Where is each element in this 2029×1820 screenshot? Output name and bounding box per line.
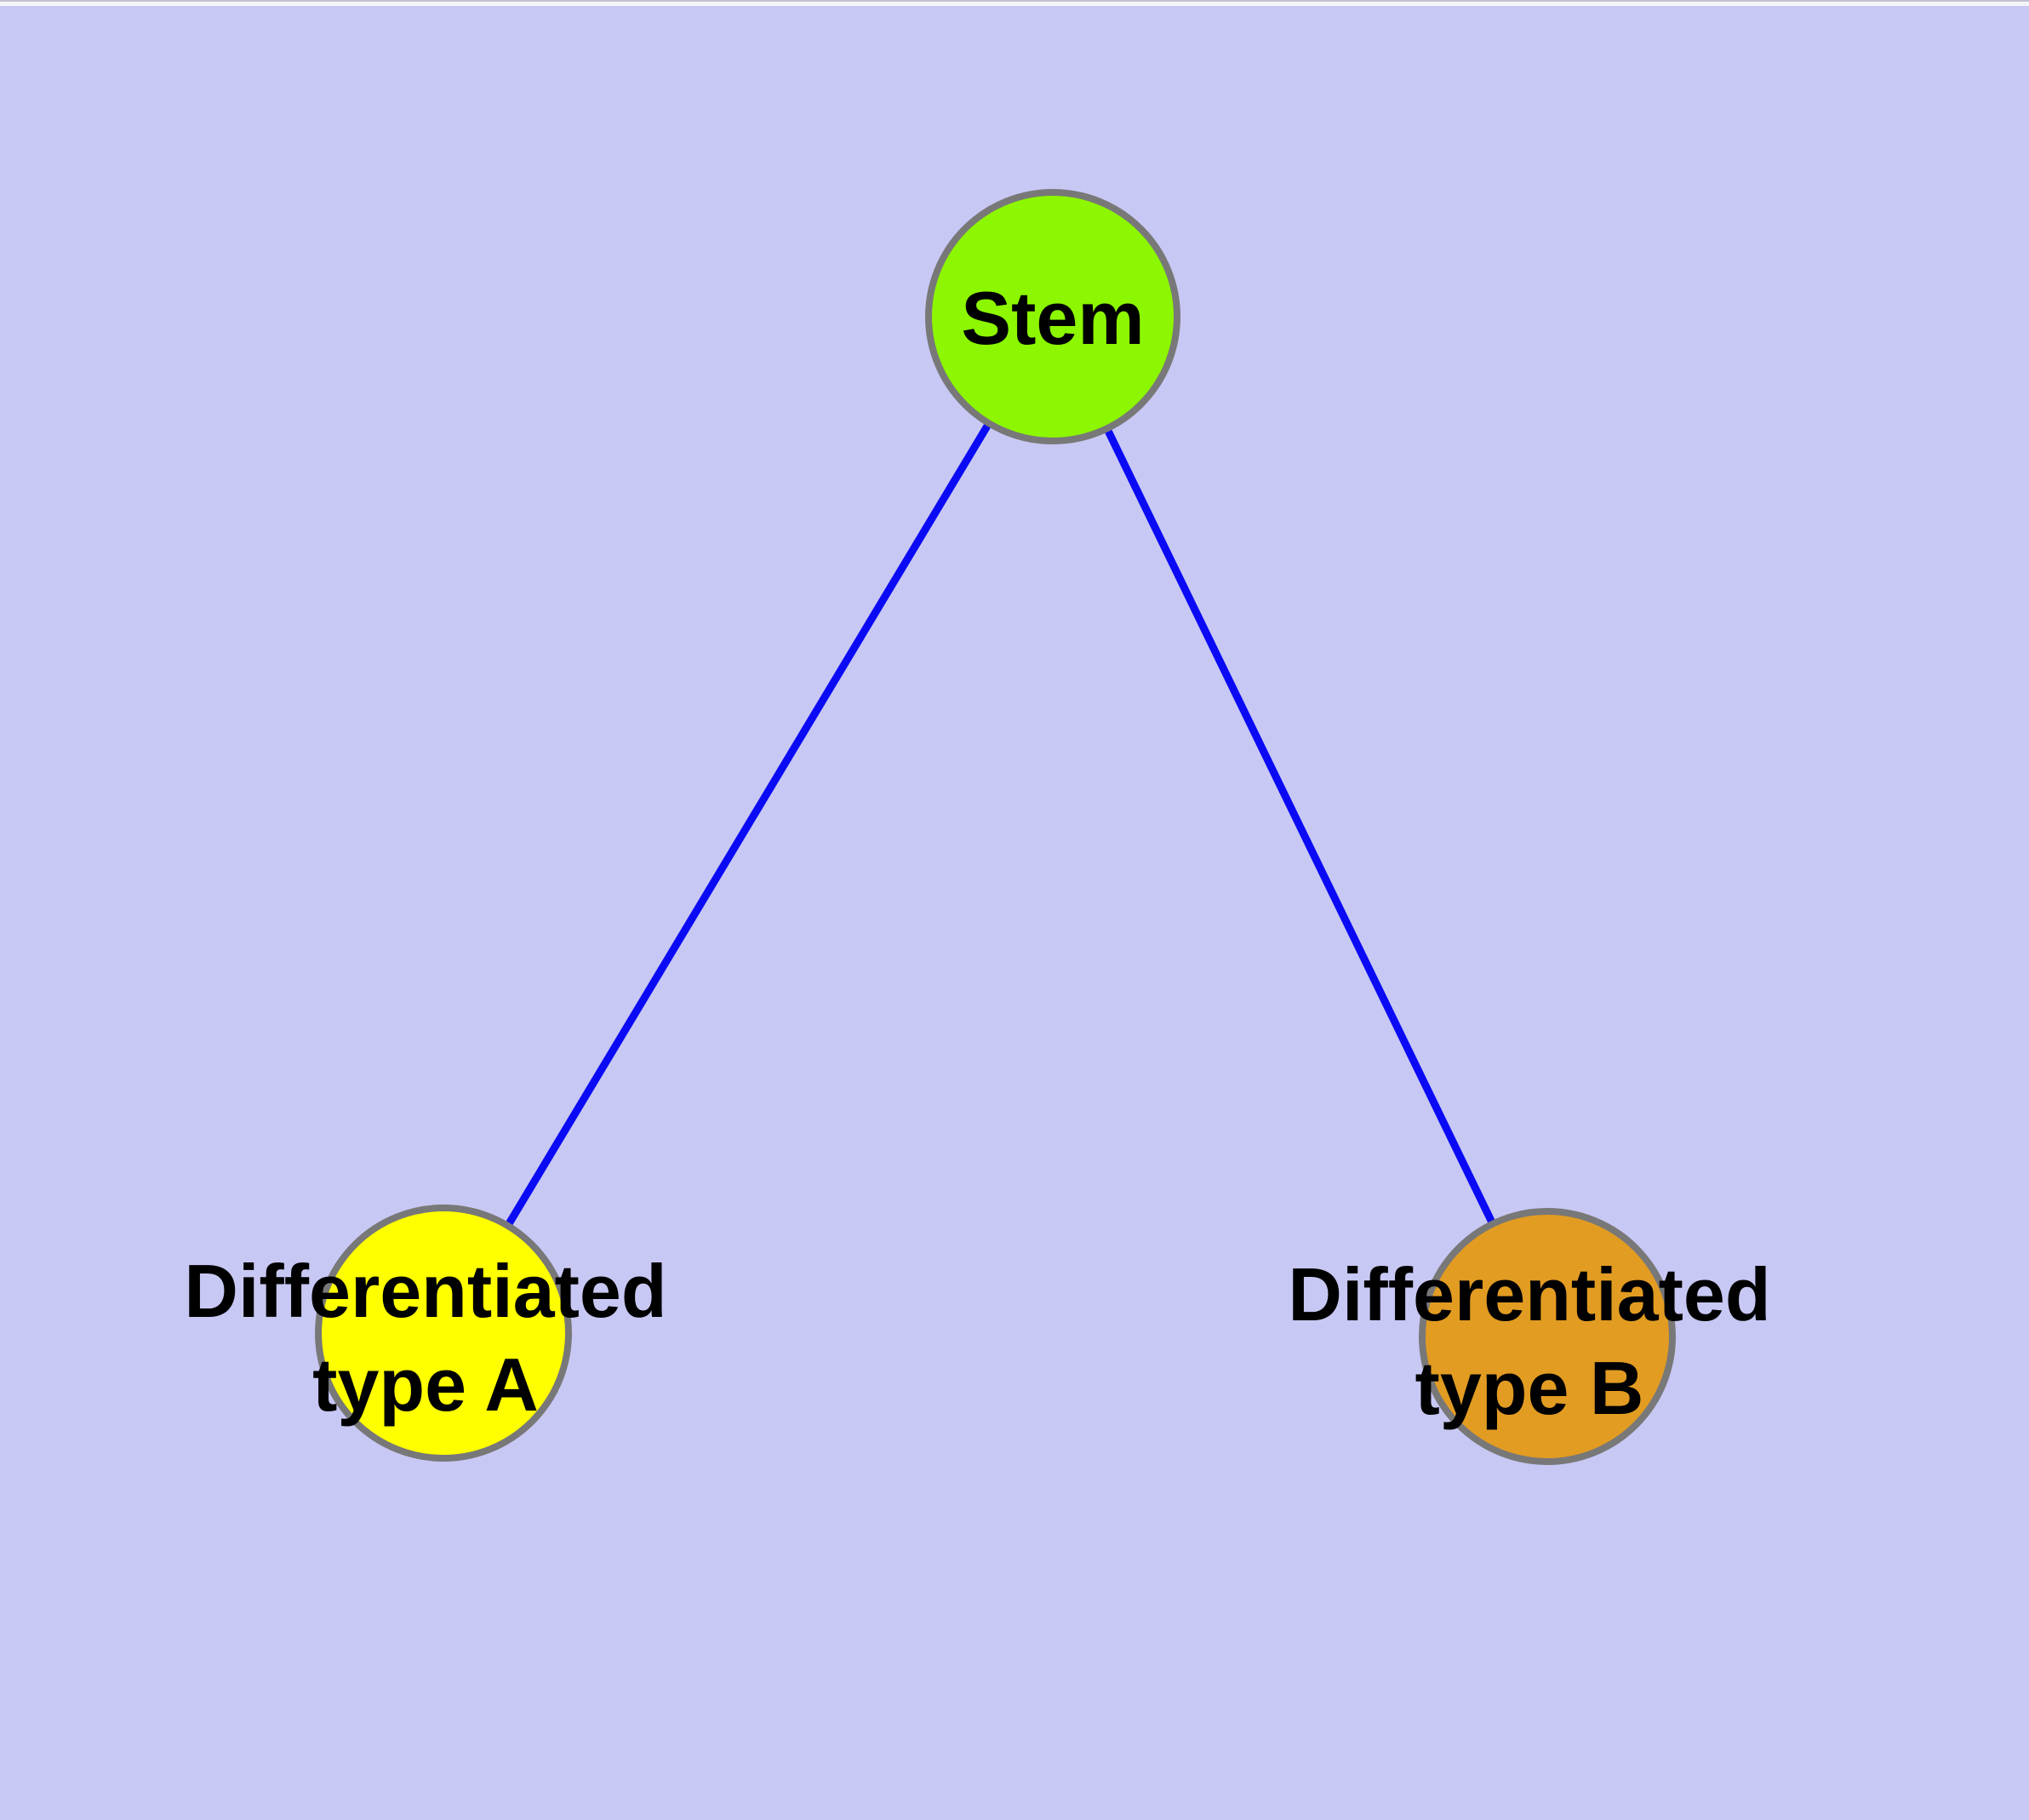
node-differentiated-type-a bbox=[315, 1205, 572, 1462]
edge-stem-to-type-b bbox=[1049, 315, 1552, 1338]
top-edge-highlight bbox=[0, 2, 2029, 6]
node-differentiated-type-b bbox=[1419, 1208, 1676, 1465]
node-stem bbox=[925, 189, 1180, 444]
node-stem-label: Stem bbox=[961, 276, 1144, 360]
node-type-a-label-line1: Differentiated bbox=[184, 1249, 666, 1333]
node-type-b-label-line2: type B bbox=[1415, 1346, 1644, 1430]
node-type-b-label-line1: Differentiated bbox=[1288, 1252, 1770, 1336]
top-edge-line bbox=[0, 0, 2029, 2]
node-type-a-label-line2: type A bbox=[312, 1342, 539, 1427]
edge-stem-to-type-a bbox=[440, 314, 1056, 1336]
